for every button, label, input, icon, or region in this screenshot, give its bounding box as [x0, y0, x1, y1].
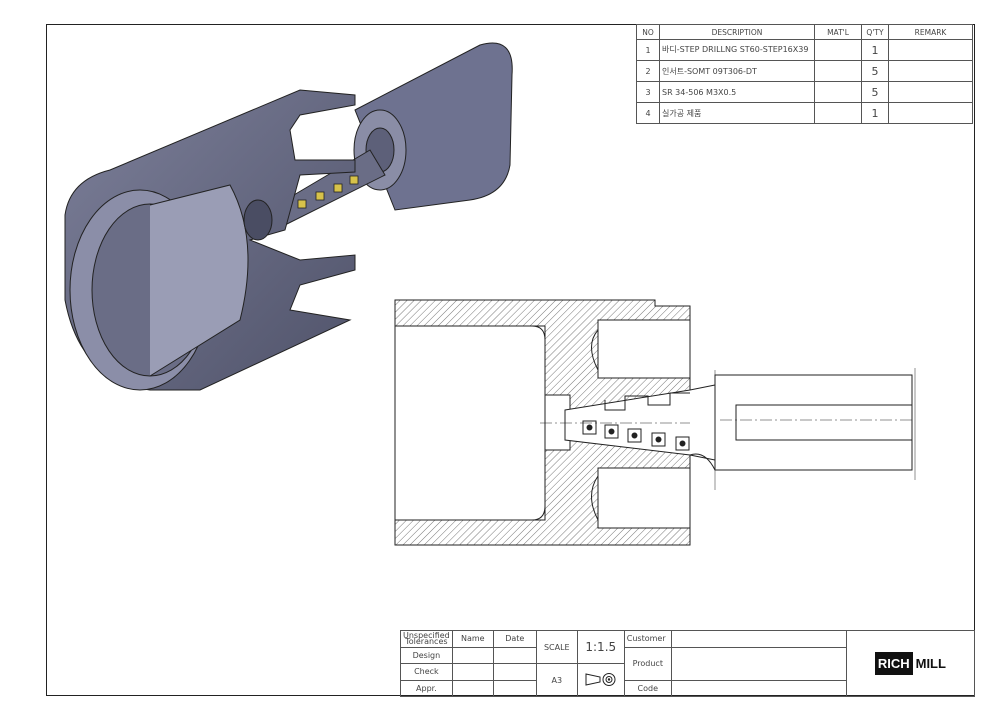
code-label: Code: [623, 679, 672, 697]
design-date: [492, 646, 537, 664]
row-qty: 1: [861, 102, 889, 124]
logo-mill: MILL: [915, 656, 946, 671]
row-no: 4: [636, 102, 660, 124]
row-material: [814, 60, 862, 82]
approve-label: Appr.: [400, 679, 453, 697]
scale-label: SCALE: [535, 630, 578, 664]
scale-value: 1:1.5: [576, 630, 625, 664]
approve-date: [492, 679, 537, 697]
header-description: DESCRIPTION: [659, 24, 815, 40]
product-label: Product: [623, 646, 672, 681]
row-remark: [888, 81, 973, 103]
name-label: Name: [451, 630, 494, 648]
row-description: 인서트-SOMT 09T306-DT: [659, 60, 815, 82]
row-remark: [888, 39, 973, 61]
check-name: [451, 663, 494, 681]
title-block: Unspecified Tolerances Name Date SCALE 1…: [400, 630, 976, 697]
projection-symbol: [576, 663, 625, 697]
sheet-size: A3: [535, 663, 578, 697]
header-remark: REMARK: [888, 24, 973, 40]
row-material: [814, 39, 862, 61]
section-view: [394, 299, 916, 546]
check-label: Check: [400, 663, 453, 681]
row-material: [814, 81, 862, 103]
customer-value: [670, 630, 847, 648]
design-label: Design: [400, 646, 453, 664]
bill-of-materials: NO DESCRIPTION MAT'L Q'TY REMARK 1 바디-ST…: [636, 24, 973, 124]
row-description: 실가공 제품: [659, 102, 815, 124]
row-no: 2: [636, 60, 660, 82]
header-qty: Q'TY: [861, 24, 889, 40]
bom-row: 4 실가공 제품 1: [636, 102, 973, 124]
row-qty: 5: [861, 60, 889, 82]
row-qty: 1: [861, 39, 889, 61]
approve-name: [451, 679, 494, 697]
row-description: 바디-STEP DRILLNG ST60-STEP16X39: [659, 39, 815, 61]
row-remark: [888, 60, 973, 82]
row-description: SR 34-506 M3X0.5: [659, 81, 815, 103]
design-name: [451, 646, 494, 664]
code-value: [670, 679, 847, 697]
customer-label: Customer: [623, 630, 672, 648]
tolerances-label: Unspecified Tolerances: [400, 630, 453, 648]
header-material: MAT'L: [814, 24, 862, 40]
check-date: [492, 663, 537, 681]
bom-row: 2 인서트-SOMT 09T306-DT 5: [636, 60, 973, 82]
bom-row: 1 바디-STEP DRILLNG ST60-STEP16X39 1: [636, 39, 973, 61]
logo-rich: RICH: [874, 652, 913, 675]
header-no: NO: [636, 24, 660, 40]
row-no: 3: [636, 81, 660, 103]
row-no: 1: [636, 39, 660, 61]
third-angle-projection-icon: [585, 673, 616, 686]
isometric-view: [64, 42, 513, 391]
bom-row: 3 SR 34-506 M3X0.5 5: [636, 81, 973, 103]
date-label: Date: [492, 630, 537, 648]
row-remark: [888, 102, 973, 124]
product-value: [670, 646, 847, 681]
row-qty: 5: [861, 81, 889, 103]
row-material: [814, 102, 862, 124]
